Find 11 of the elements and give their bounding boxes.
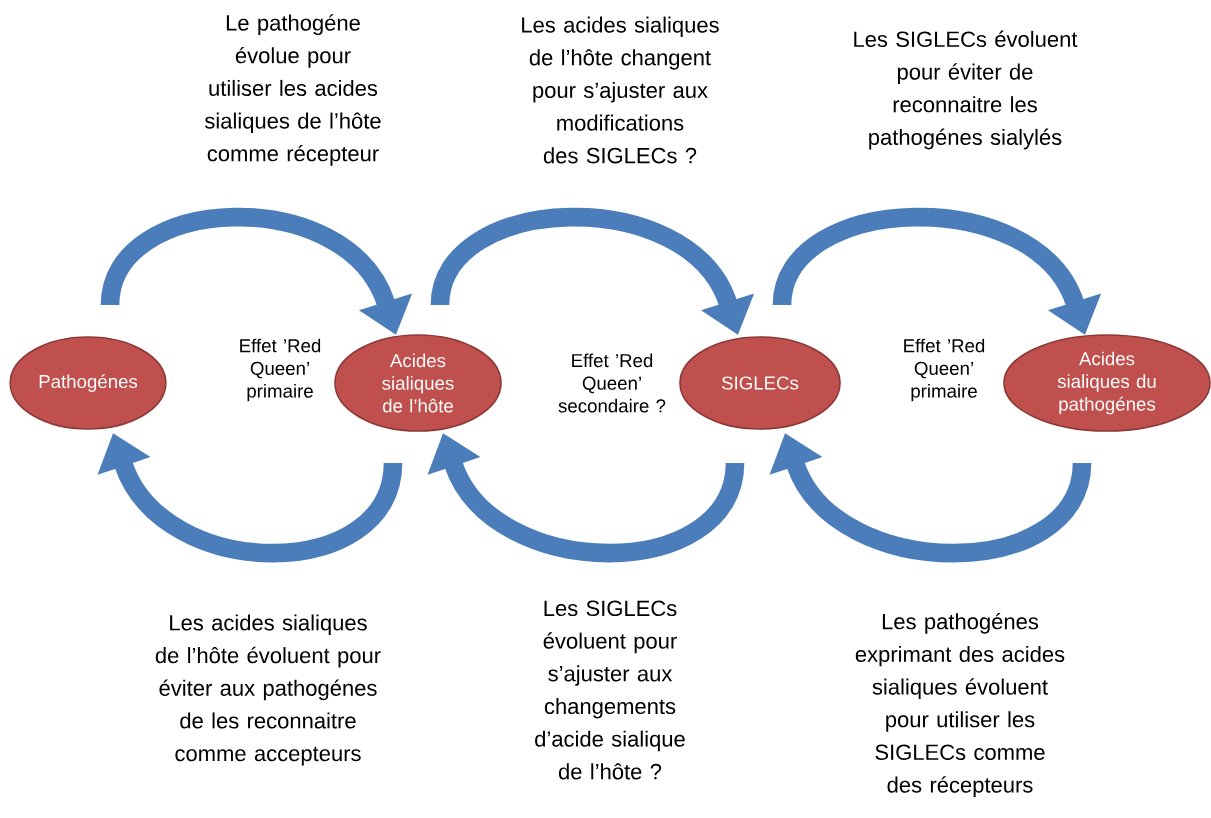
ellipse-node: Acides sialiques de l’hôte <box>334 334 502 432</box>
ellipse-node: Acides sialiques du pathogénes <box>1003 334 1211 432</box>
ellipse-node: SIGLECs <box>679 336 841 430</box>
edge-label: Les pathogénes exprimant des acides sialiques évoluent pour utiliser les SIGLECs comme des récepteurs <box>855 612 1065 798</box>
ellipse-node: Pathogénes <box>9 336 167 430</box>
effect-label: Effet ’Red Queen’ primaire <box>904 338 985 402</box>
edge-label: Les acides sialiques de l’hôte évoluent pour éviter aux pathogénes de les reconnaitre comme accepteurs <box>155 614 381 766</box>
edge-label: Les SIGLECs évoluent pour éviter de reconnaitre les pathogénes sialylés <box>854 30 1078 150</box>
edge-label: Le pathogéne évolue pour utiliser les acides sialiques de l’hôte comme récepteur <box>204 14 381 166</box>
edge-label: Les SIGLECs évoluent pour s’ajuster aux changements d’acide sialique de l’hôte ? <box>535 600 685 780</box>
edge-label: Les acides sialiques de l’hôte changent pour s’ajuster aux modifications des SIGLECs ? <box>522 16 719 164</box>
